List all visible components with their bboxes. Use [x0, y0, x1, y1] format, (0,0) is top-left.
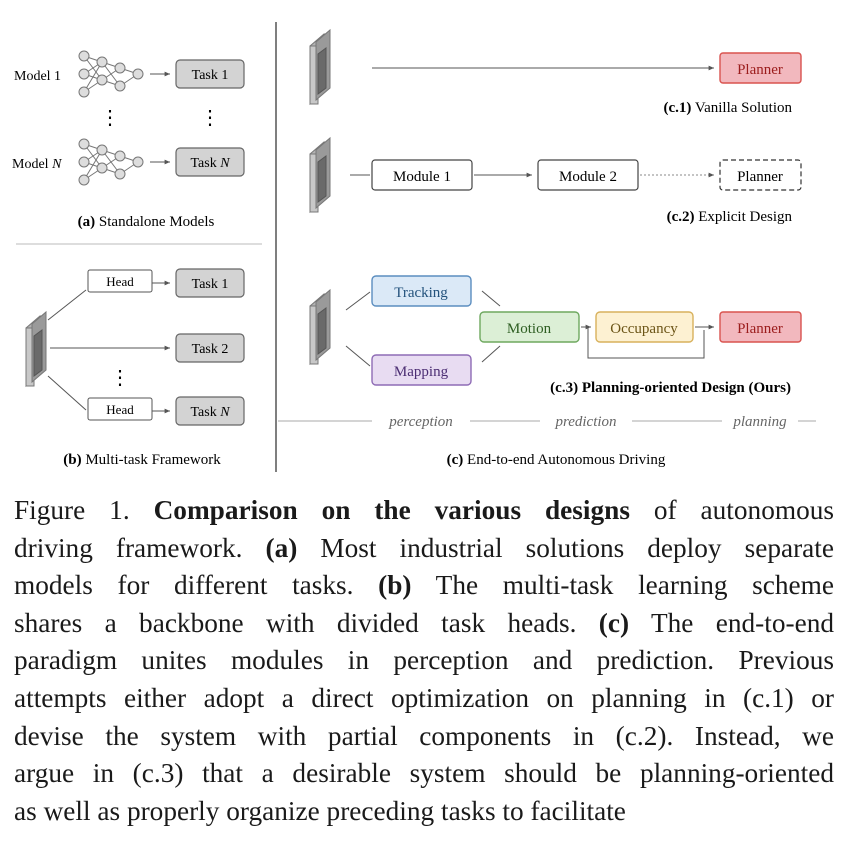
stage-planning: planning — [732, 414, 787, 430]
network-icon-model-n — [78, 138, 144, 186]
caption-title-bold: Comparison on the various designs — [153, 495, 630, 525]
caption-c1: (c.1) Vanilla Solution — [664, 100, 793, 116]
caption-ref-c: (c) — [598, 607, 630, 638]
mapping-box — [371, 354, 472, 386]
figure-diagram: Model 1 Task 1 ⋮ ⋮ Model N Task N (a) St… — [12, 22, 816, 472]
caption-text: of autonomous — [629, 495, 834, 525]
caption-text: shares a backbone with divided task head… — [14, 607, 599, 638]
caption-line-1: Figure 1. Comparison on the various desi… — [14, 492, 834, 530]
caption-line-4: shares a backbone with divided task head… — [14, 605, 834, 643]
panel-c1: Planner (c.1) Vanilla Solution — [309, 29, 802, 116]
model-n-label: Model N — [12, 157, 62, 172]
caption-c2: (c.2) Explicit Design — [667, 209, 793, 225]
caption-line-3: models for different tasks. (b) The mult… — [14, 567, 834, 605]
caption-c3: (c.3) Planning-oriented Design (Ours) — [550, 380, 791, 396]
task-n-label-b: Task N — [190, 405, 230, 420]
task-1-box-b — [175, 268, 245, 298]
task-n-box-a — [175, 147, 245, 177]
task-1-box-a — [175, 59, 245, 89]
caption-text: driving framework. — [14, 532, 266, 563]
mapping-label: Mapping — [394, 364, 449, 380]
backbone-icon-c1 — [309, 29, 331, 105]
caption-ref-b: (b) — [378, 570, 412, 601]
panel-b: Head Task 1 Task 2 ⋮ Head Task N (b) Mul… — [25, 268, 245, 468]
planner-label-c2: Planner — [737, 169, 783, 185]
caption-text: The end-to-end — [629, 607, 834, 638]
head-box-n — [87, 397, 153, 421]
module-2-label: Module 2 — [559, 169, 617, 185]
task-1-label-b: Task 1 — [192, 277, 229, 292]
stage-prediction: prediction — [554, 414, 616, 430]
caption-text: Most industrial solutions deploy separat… — [297, 532, 834, 563]
occupancy-box — [595, 311, 694, 343]
head-box-1 — [87, 269, 153, 293]
head-label-1: Head — [106, 274, 134, 289]
vertical-ellipsis-b: ⋮ — [110, 367, 130, 389]
planner-label-c1: Planner — [737, 62, 783, 78]
head-label-n: Head — [106, 402, 134, 417]
caption-ref-a: (a) — [265, 532, 298, 563]
task-2-box-b — [175, 333, 245, 363]
caption-line-6: attempts either adopt a direct optimizat… — [14, 682, 834, 713]
planner-box-c1 — [719, 52, 802, 84]
task-1-label-a: Task 1 — [192, 68, 229, 83]
network-icon-model-1 — [78, 50, 144, 98]
caption-line-8: argue in (c.3) that a desirable system s… — [14, 758, 834, 789]
caption-a: (a) Standalone Models — [78, 214, 215, 230]
task-n-label-a: Task N — [190, 156, 230, 171]
task-n-box-b — [175, 396, 245, 426]
panel-a: Model 1 Task 1 ⋮ ⋮ Model N Task N (a) St… — [12, 50, 245, 230]
caption-line-2: driving framework. (a) Most industrial s… — [14, 530, 834, 568]
caption-line-5: paradigm unites modules in perception an… — [14, 645, 834, 676]
planner-label-c3: Planner — [737, 321, 783, 337]
task-2-label-b: Task 2 — [192, 342, 229, 357]
caption-line-9: as well as properly organize preceding t… — [14, 795, 626, 826]
planner-box-c2 — [719, 159, 802, 191]
backbone-icon-c2 — [309, 137, 331, 213]
caption-text: The multi-task learning scheme — [411, 570, 834, 601]
tracking-box — [371, 275, 472, 307]
caption-b: (b) Multi-task Framework — [63, 452, 221, 468]
backbone-icon-c3 — [309, 289, 331, 365]
caption-text: models for different tasks. — [14, 570, 379, 601]
stage-perception: perception — [388, 414, 453, 430]
module-1-box — [371, 159, 473, 191]
motion-box — [479, 311, 580, 343]
planner-box-c3 — [719, 311, 802, 343]
motion-label: Motion — [507, 321, 552, 337]
caption-c: (c) End-to-end Autonomous Driving — [447, 452, 666, 468]
caption-line-7: devise the system with partial component… — [14, 720, 834, 751]
module-1-label: Module 1 — [393, 169, 451, 185]
caption-figure-number: Figure 1. — [14, 495, 154, 525]
panel-c3: Tracking Mapping Motion Occupancy Planne… — [309, 275, 802, 396]
vertical-ellipsis-a2: ⋮ — [200, 107, 220, 129]
module-2-box — [537, 159, 639, 191]
figure-caption: Figure 1. Comparison on the various desi… — [14, 492, 834, 830]
vertical-ellipsis-a1: ⋮ — [100, 107, 120, 129]
model-1-label: Model 1 — [14, 69, 61, 84]
tracking-label: Tracking — [394, 285, 448, 301]
panel-c2: Module 1 Module 2 Planner (c.2) Explicit… — [309, 137, 802, 225]
occupancy-label: Occupancy — [610, 321, 678, 337]
stage-axis: perception prediction planning — [278, 414, 816, 430]
backbone-icon-b — [25, 311, 47, 387]
